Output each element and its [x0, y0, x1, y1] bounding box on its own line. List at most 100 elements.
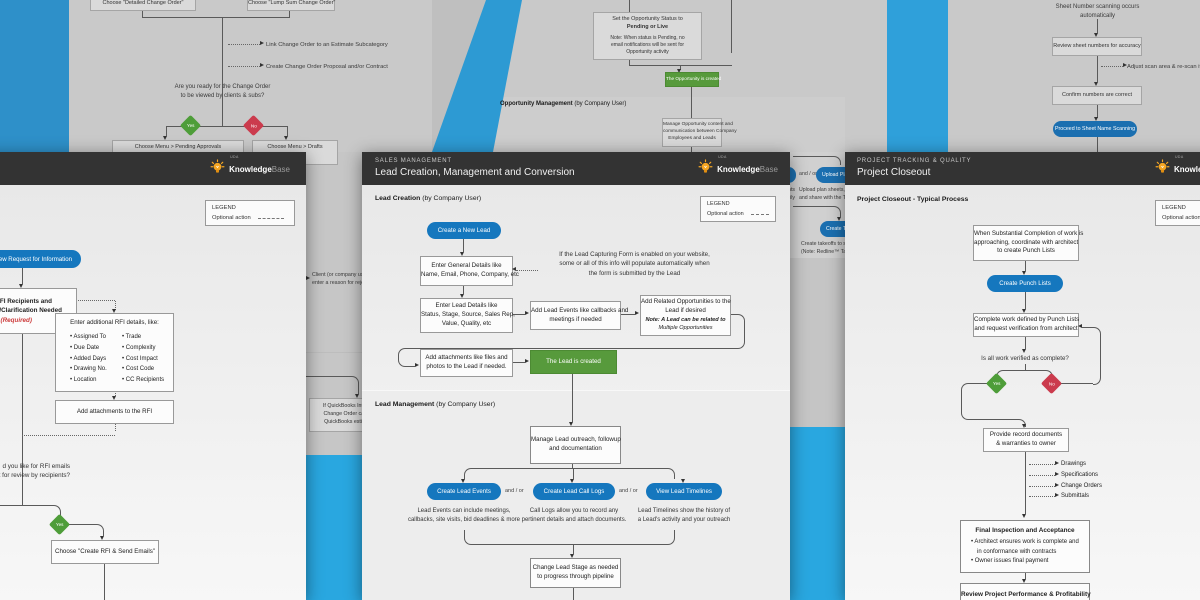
sales-andor-2: and / or	[619, 488, 638, 494]
arrowhead	[525, 311, 529, 316]
arrowhead	[1055, 483, 1059, 488]
connector-line	[464, 530, 465, 537]
connector-line	[464, 475, 465, 479]
closeout-header-category: PROJECT TRACKING & QUALITY	[857, 158, 972, 164]
sales-timelines-pill: View Lead Timelines	[646, 483, 722, 500]
connector-line	[287, 126, 288, 136]
connector-line	[1029, 486, 1055, 487]
rfi-yes-diamond: Yes	[48, 513, 71, 536]
connector-line	[793, 206, 833, 207]
connector-line	[228, 44, 260, 45]
connector-line	[1061, 383, 1093, 384]
lightbulb-icon	[210, 159, 225, 173]
arrowhead	[284, 136, 289, 140]
rfi-question-text: d you like for RFI emailsout for review …	[0, 463, 70, 480]
sales-header-category: SALES MANAGEMENT	[375, 158, 452, 164]
arrowhead	[681, 479, 686, 483]
connector-line	[1025, 335, 1026, 349]
connector-line	[1025, 364, 1026, 370]
bg-opp-created-box: The Opportunity is created	[665, 72, 721, 87]
arrowhead	[460, 252, 465, 256]
blue-ribbon-left	[0, 0, 69, 152]
arrowhead	[1055, 461, 1059, 466]
connector-line	[22, 268, 23, 284]
connector-line	[1025, 292, 1026, 309]
connector-line	[1097, 19, 1098, 33]
connector-line	[737, 314, 745, 322]
closeout-header: PROJECT TRACKING & QUALITY Project Close…	[845, 152, 1200, 185]
sales-lead-created-box: The Lead is created	[530, 350, 617, 374]
lightbulb-icon	[1155, 159, 1170, 173]
sales-header-title: Lead Creation, Management and Conversion	[375, 167, 575, 178]
arrowhead	[512, 267, 516, 272]
arrowhead	[570, 479, 575, 483]
closeout-review-performance-box: Review Project Performance & Profitabili…	[960, 583, 1091, 600]
connector-line	[516, 270, 538, 271]
bg-opt-link-co: Link Change Order to an Estimate Subcate…	[266, 42, 388, 48]
arrowhead	[355, 394, 360, 398]
closeout-verify-question: Is all work verified as complete?	[981, 355, 1069, 362]
connector-line	[405, 348, 737, 349]
connector-line	[840, 163, 841, 165]
connector-line	[463, 239, 464, 252]
connector-line	[968, 419, 1018, 420]
connector-line	[405, 366, 415, 367]
arrowhead	[100, 536, 105, 540]
connector-line	[398, 355, 399, 359]
connector-line	[511, 314, 525, 315]
connector-line	[840, 213, 841, 217]
connector-line	[1101, 66, 1123, 67]
bg-adjust-scan-text: Adjust scan area & re-scan if needed	[1127, 64, 1200, 70]
connector-line	[1100, 334, 1101, 377]
rfi-choose-box: Choose "Create RFI & Send Emails"	[51, 540, 159, 564]
connector-line	[737, 341, 745, 349]
bg-box-lumpsum-co: Choose "Lump Sum Change Order"	[247, 0, 335, 11]
connector-line	[573, 468, 574, 479]
connector-line	[744, 321, 745, 341]
dashed-line-sample	[750, 213, 769, 215]
arrowhead	[1123, 63, 1127, 68]
connector-line	[729, 314, 737, 315]
arrowhead	[415, 363, 419, 368]
connector-line	[674, 475, 675, 479]
connector-line	[142, 7, 143, 17]
rfi-details-box: Enter additional RFI details, like: • As…	[55, 313, 174, 392]
arrowhead	[1055, 472, 1059, 477]
blue-gap-mid	[790, 427, 845, 600]
connector-line	[1018, 419, 1026, 427]
connector-line	[968, 383, 989, 384]
sales-section2-label: Lead Management (by Company User)	[375, 401, 496, 408]
closeout-punchlists-pill: Create Punch Lists	[987, 275, 1063, 292]
sales-create-events-pill: Create Lead Events	[427, 483, 501, 500]
bg-andor-label: and / or	[799, 171, 817, 177]
bg-opt-proposal-co: Create Change Order Proposal and/or Cont…	[266, 64, 388, 70]
connector-line	[166, 126, 287, 127]
bg-box-detailed-co: Choose "Detailed Change Order"	[90, 0, 196, 11]
page-sales: SALES MANAGEMENT Lead Creation, Manageme…	[362, 152, 790, 600]
arrowhead	[1022, 514, 1027, 518]
connector-line	[731, 0, 732, 53]
closeout-legend: LEGEND Optional action	[1155, 200, 1200, 226]
arrowhead	[260, 63, 264, 68]
connector-line	[351, 376, 359, 384]
blue-ribbon-right	[887, 0, 948, 152]
connector-line	[1003, 370, 1045, 371]
rfi-attach-box: Add attachments to the RFI	[55, 400, 174, 424]
connector-line	[115, 422, 116, 431]
connector-line	[464, 537, 472, 545]
